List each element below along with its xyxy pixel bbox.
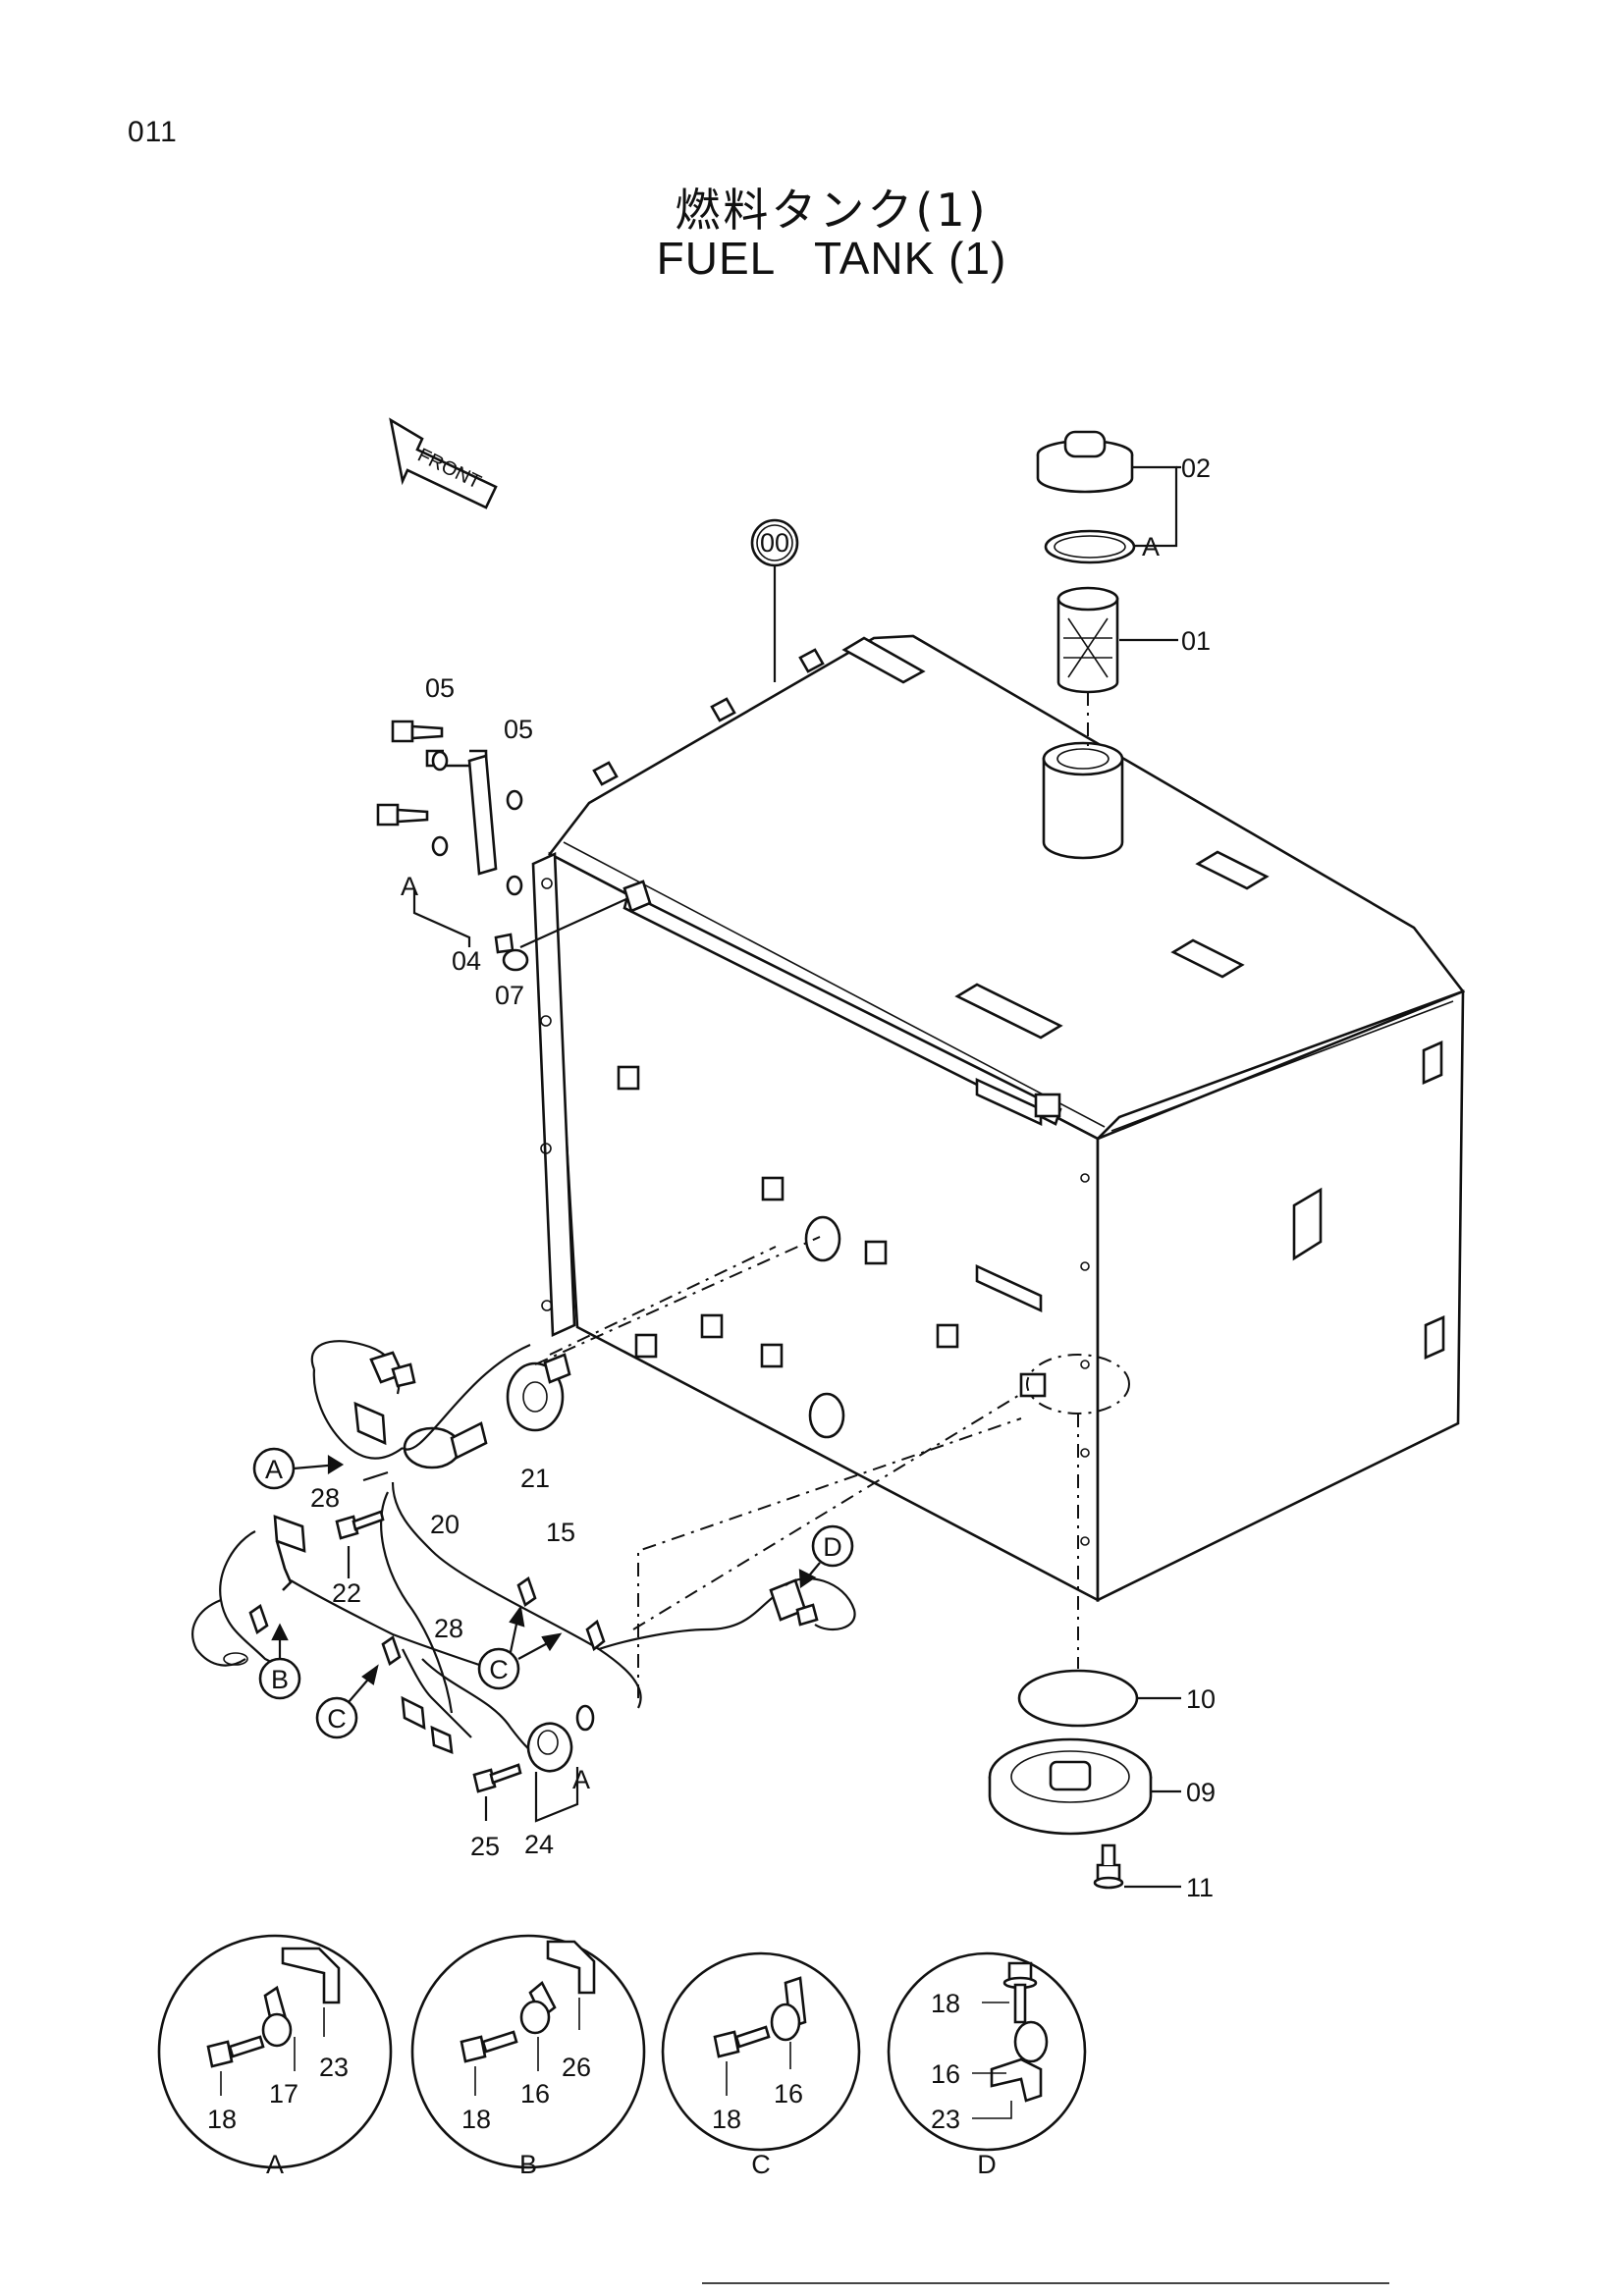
page-number: 011 [128,116,178,148]
detail-B-label-1: 26 [562,2053,591,2082]
ref-circle-C2: C [477,1605,563,1690]
svg-text:B: B [271,1665,289,1694]
detail-D-label-2: 16 [931,2059,960,2089]
title-japanese: 燃料タンク(1) [675,184,989,237]
callout-11: 11 [1186,1873,1214,1902]
detail-B-label-3: 18 [461,2105,491,2134]
callout-09: 09 [1186,1778,1216,1807]
fuel-cap-assembly [1036,430,1181,751]
title-english: FUEL TANK (1) [656,233,1007,284]
ref-circle-D: D [798,1524,854,1589]
detail-view-B: 26 16 18 B [410,1934,646,2179]
detail-C-label-1: 16 [774,2079,803,2109]
detail-D-caption: D [977,2150,997,2179]
detail-A-label-3: 18 [207,2105,237,2134]
tank-bracket-04 [376,720,652,972]
detail-view-A: 23 17 18 A [157,1934,393,2179]
detail-D-label-3: 23 [931,2105,960,2134]
callout-A-seal: A [572,1765,590,1794]
footer-rule [702,2282,1389,2284]
callout-02: 02 [1181,454,1211,483]
svg-text:C: C [327,1704,347,1734]
detail-B-label-2: 16 [520,2079,550,2109]
detail-A-caption: A [266,2150,284,2179]
detail-A-label-1: 23 [319,2053,349,2082]
callout-15: 15 [546,1518,575,1547]
callout-04: 04 [452,946,481,976]
ref-circle-B: B [258,1623,301,1700]
ref-circle-C1: C [315,1664,379,1739]
callout-22: 22 [332,1578,361,1608]
front-direction-arrow: FRONT [389,417,498,509]
ref-circle-A: A [252,1447,345,1490]
drain-flange-assembly [988,1669,1181,1890]
callout-20: 20 [430,1510,460,1539]
callout-28b: 28 [434,1614,463,1643]
callout-07: 07 [495,981,524,1010]
svg-text:C: C [489,1655,509,1684]
callout-05a: 05 [425,673,455,703]
assembly-marker: 00 [750,518,799,682]
callout-A-bracket: A [401,872,418,901]
detail-B-caption: B [519,2150,537,2179]
callout-24: 24 [524,1830,554,1859]
fuel-sender-harness [191,1236,1022,1823]
svg-text:A: A [265,1455,283,1484]
callout-A-cap: A [1142,532,1160,561]
assembly-label: 00 [760,528,789,558]
detail-A-label-2: 17 [269,2079,298,2109]
detail-view-C: 16 18 C [661,1951,861,2179]
detail-C-caption: C [751,2150,771,2179]
callout-28a: 28 [310,1483,340,1513]
callout-10: 10 [1186,1684,1216,1714]
callout-05b: 05 [504,715,533,744]
svg-text:D: D [823,1532,842,1562]
detail-D-label-1: 18 [931,1989,960,2018]
callout-25: 25 [470,1832,500,1861]
detail-view-D: 18 16 23 D [887,1951,1087,2179]
fuel-tank-body [531,634,1466,1669]
callout-01: 01 [1181,626,1211,656]
callout-21: 21 [520,1464,550,1493]
detail-C-label-2: 18 [712,2105,741,2134]
